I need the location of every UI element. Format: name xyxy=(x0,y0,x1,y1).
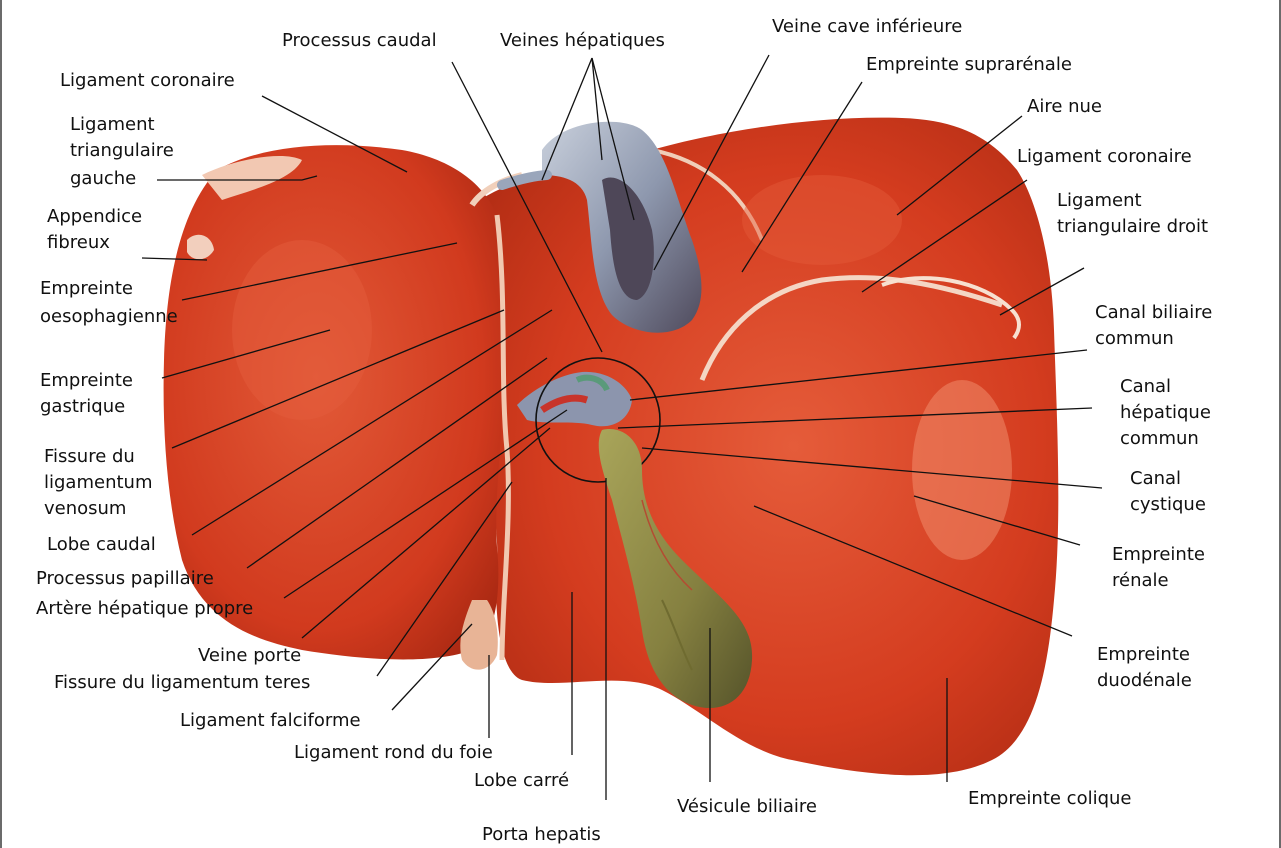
label-canal-biliaire-commun: Canal biliaire commun xyxy=(1095,302,1218,349)
label-ligament-coronaire-right: Ligament coronaire xyxy=(1017,146,1192,167)
label-empreinte-colique: Empreinte colique xyxy=(968,788,1132,809)
label-ligament-triangulaire-droit: Ligament triangulaire droit xyxy=(1057,190,1208,237)
label-empreinte-suprarenale: Empreinte suprarénale xyxy=(866,54,1072,75)
gastric-impression-highlight xyxy=(232,240,372,420)
label-ligament-rond-du-foie: Ligament rond du foie xyxy=(294,742,493,763)
label-empreinte-renale: Empreinte rénale xyxy=(1112,544,1211,591)
label-fissure-ligamentum-teres: Fissure du ligamentum teres xyxy=(54,672,310,693)
label-canal-cystique: Canal cystique xyxy=(1130,468,1206,515)
bare-area-highlight xyxy=(742,175,902,265)
label-processus-caudal: Processus caudal xyxy=(282,30,437,51)
label-veine-cave-inferieure: Veine cave inférieure xyxy=(772,16,962,37)
label-lobe-carre: Lobe carré xyxy=(474,770,569,791)
label-processus-papillaire: Processus papillaire xyxy=(36,568,214,589)
label-fissure-ligamentum-venosum: Fissure du ligamentum venosum xyxy=(44,446,158,519)
label-veines-hepatiques: Veines hépatiques xyxy=(500,30,665,51)
label-empreinte-gastrique: Empreinte gastrique xyxy=(40,370,139,417)
label-vesicule-biliaire: Vésicule biliaire xyxy=(677,796,817,817)
label-ligament-coronaire-left: Ligament coronaire xyxy=(60,70,235,91)
label-aire-nue: Aire nue xyxy=(1027,96,1102,117)
label-appendice-fibreux: Appendice fibreux xyxy=(47,206,148,253)
label-ligament-triangulaire-gauche: Ligament triangulaire gauche xyxy=(70,114,180,189)
label-canal-hepatique-commun: Canal hépatique commun xyxy=(1120,376,1217,449)
label-ligament-falciforme: Ligament falciforme xyxy=(180,710,361,731)
label-veine-porte: Veine porte xyxy=(198,645,301,666)
label-lobe-caudal: Lobe caudal xyxy=(47,534,156,555)
label-empreinte-oesophagienne: Empreinte oesophagienne xyxy=(40,278,178,327)
label-artere-hepatique-propre: Artère hépatique propre xyxy=(36,598,253,619)
renal-impression-highlight xyxy=(912,380,1012,560)
label-empreinte-duodenale: Empreinte duodénale xyxy=(1097,644,1196,691)
label-porta-hepatis: Porta hepatis xyxy=(482,824,601,845)
